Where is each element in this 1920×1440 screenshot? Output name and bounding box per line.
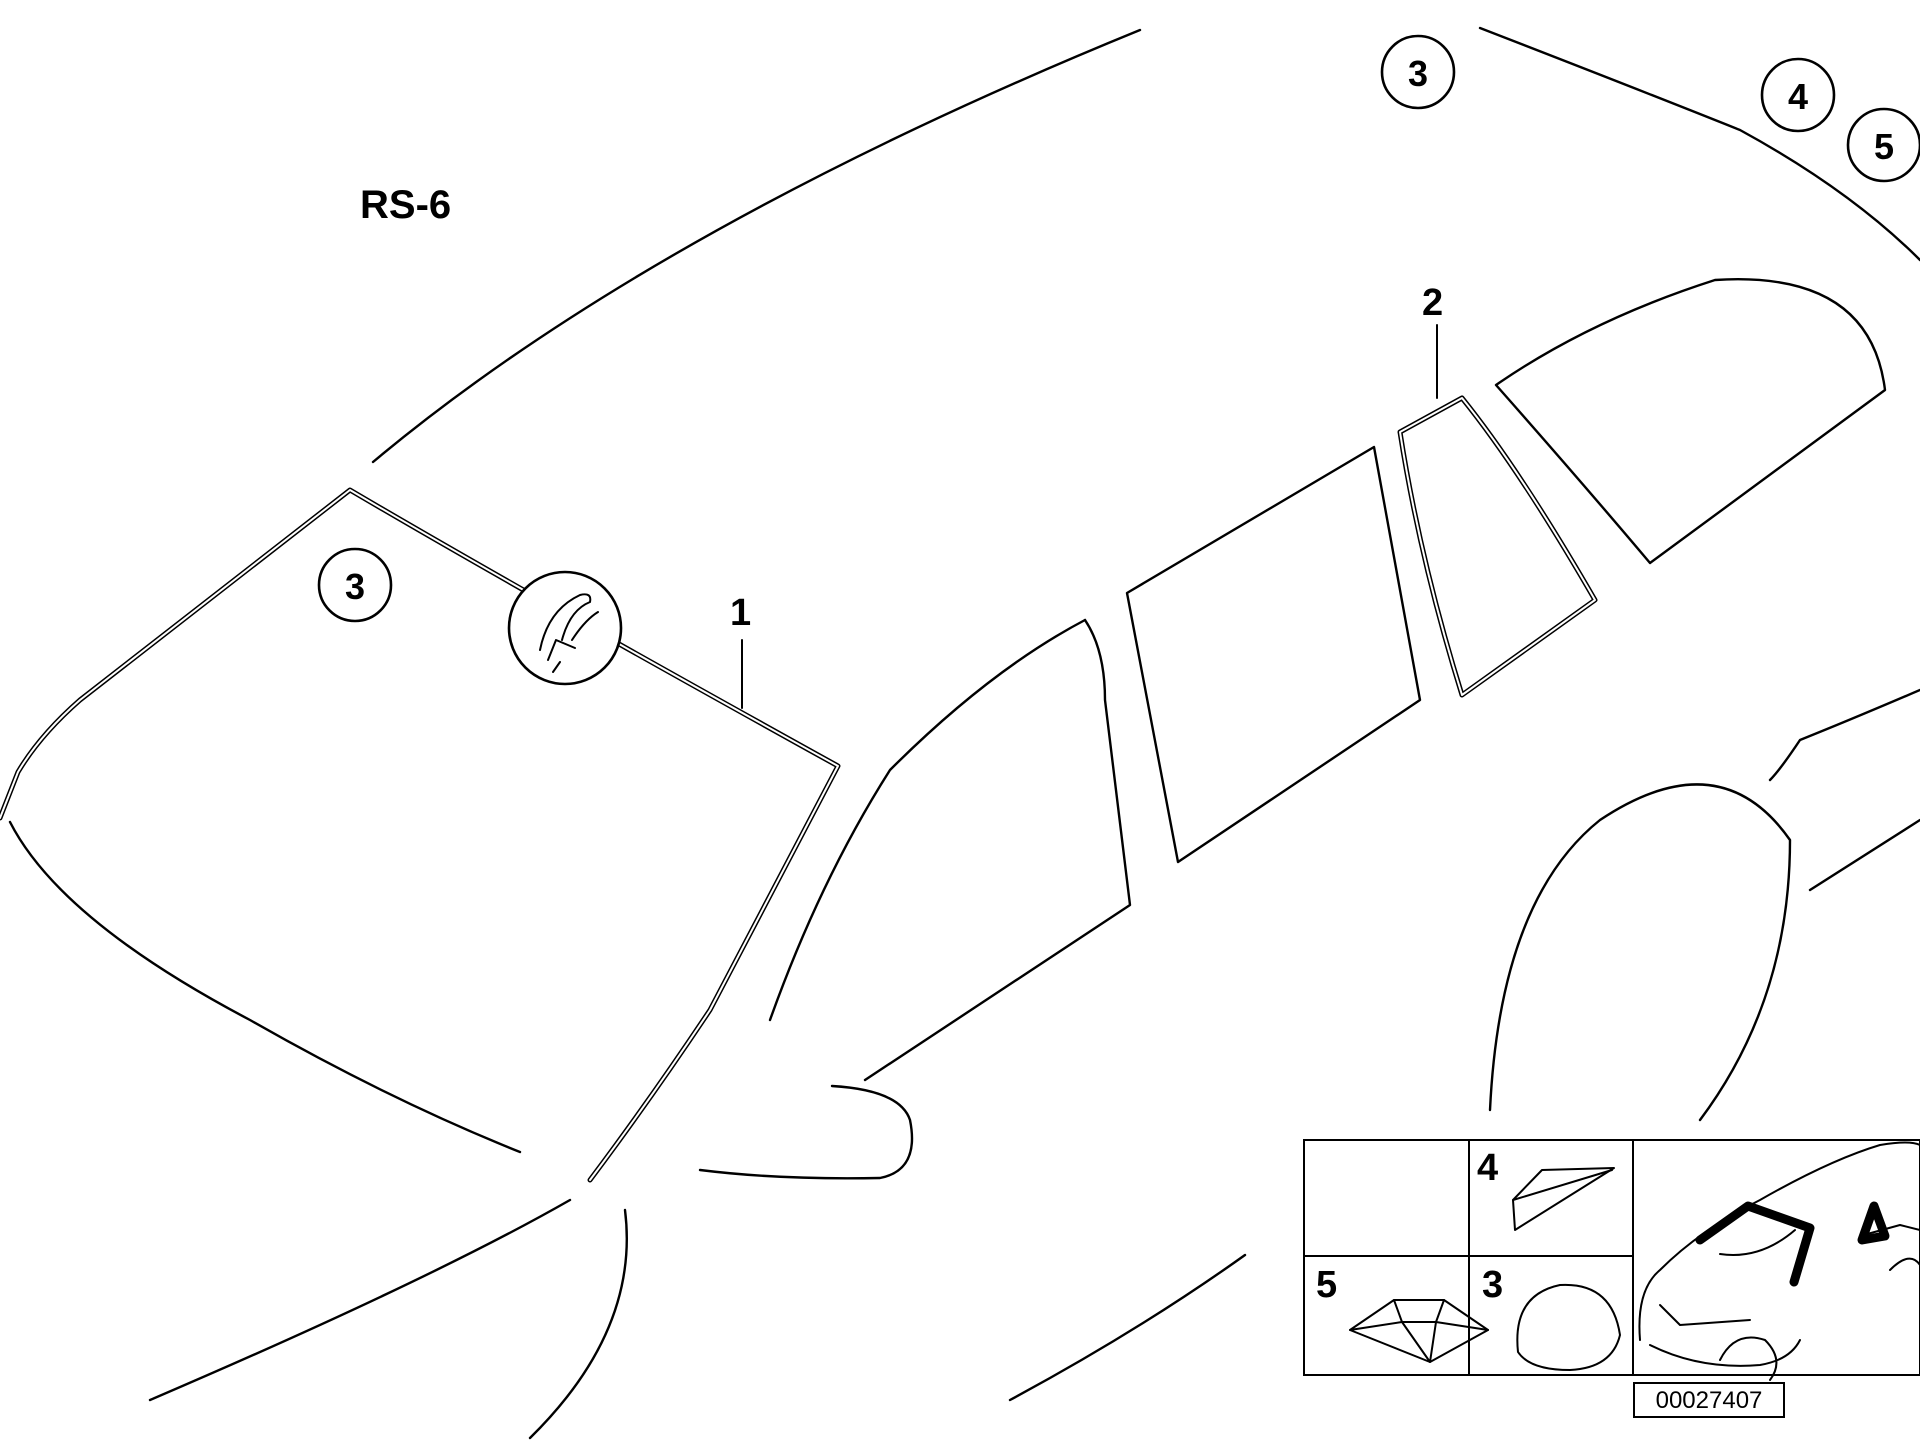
- roof-line: [371, 28, 1142, 464]
- rear-lower-line: [1808, 818, 1920, 892]
- rear-roof-line: [1478, 26, 1920, 262]
- a-pillar-rear: [863, 618, 1132, 1082]
- rocker-line: [1008, 1253, 1247, 1402]
- svg-text:3: 3: [345, 566, 365, 607]
- spacer-block-icon: [1349, 1299, 1489, 1363]
- wedge-spacer-icon: [1512, 1167, 1615, 1231]
- rear-pillar-line: [1768, 688, 1920, 782]
- part-label-2: 2: [1422, 282, 1443, 324]
- windshield-lower-edge: [8, 820, 522, 1154]
- adhesive-clip-icon: [507, 570, 623, 686]
- front-door-window: [768, 618, 1087, 1022]
- hood-line: [148, 1198, 572, 1402]
- windshield-seal: [0, 487, 841, 1183]
- callout-4: 4: [1760, 57, 1836, 133]
- svg-text:3: 3: [1408, 53, 1428, 94]
- drawing-id-box: 00027407: [1633, 1382, 1785, 1418]
- callout-3-windshield: 3: [317, 547, 393, 623]
- rear-door-window: [1125, 445, 1422, 864]
- model-label: RS-6: [360, 183, 451, 227]
- quarter-glass-seal: [1397, 395, 1598, 698]
- callout-5: 5: [1846, 107, 1920, 183]
- svg-text:5: 5: [1874, 126, 1894, 167]
- legend-panel: [1303, 1139, 1920, 1376]
- mirror-outline: [698, 1084, 914, 1180]
- rear-side-window: [1494, 278, 1887, 565]
- legend-label-4: 4: [1477, 1147, 1498, 1189]
- car-thumbnail-icon: [1638, 1141, 1920, 1381]
- svg-text:00027407: 00027407: [1656, 1387, 1763, 1414]
- rear-wheel-arch: [1488, 783, 1792, 1122]
- legend-label-3: 3: [1482, 1264, 1503, 1306]
- fender-line: [528, 1208, 628, 1440]
- rubber-dome-icon: [1516, 1283, 1621, 1371]
- svg-text:4: 4: [1788, 76, 1808, 117]
- callout-3-top: 3: [1380, 34, 1456, 110]
- legend-label-5: 5: [1316, 1264, 1337, 1306]
- part-label-1: 1: [730, 592, 751, 634]
